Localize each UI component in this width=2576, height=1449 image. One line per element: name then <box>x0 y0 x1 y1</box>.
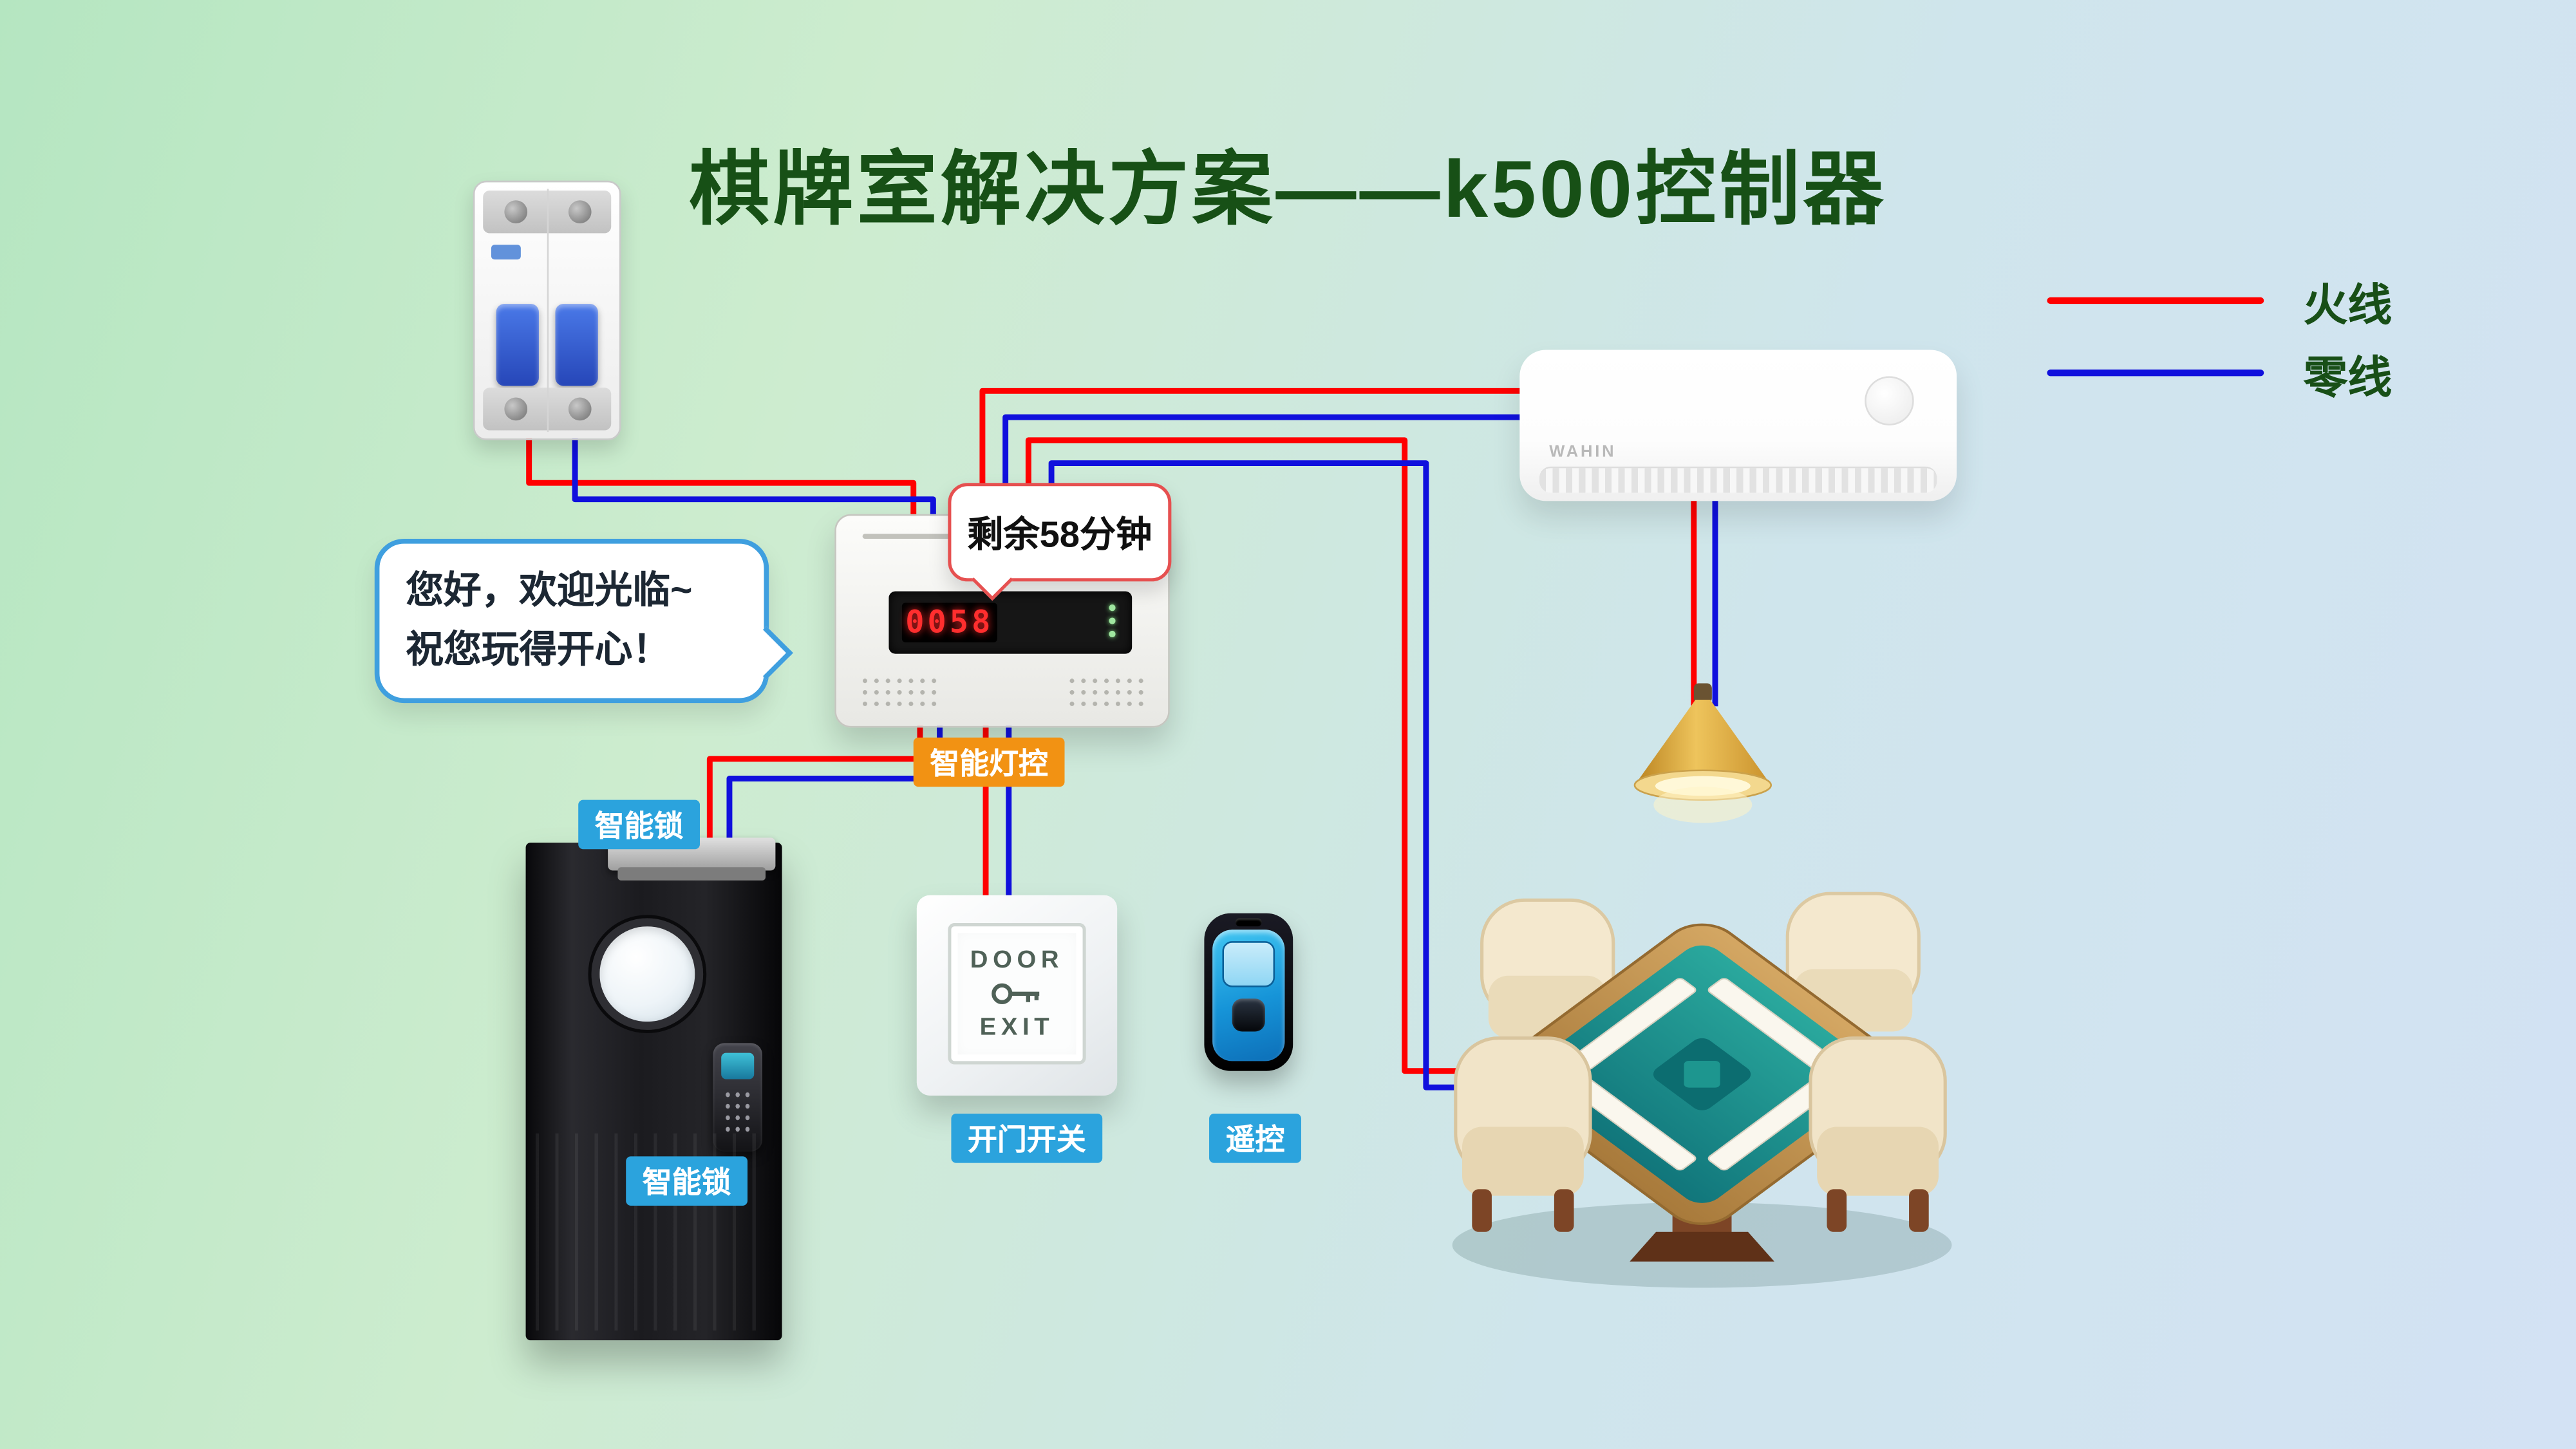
chair-front-left <box>1454 1036 1592 1232</box>
remaining-time-callout: 剩余58分钟 <box>948 483 1172 582</box>
legend-neutral-row: 零线 <box>2047 348 2392 402</box>
live-wire-label: 火线 <box>2303 280 2393 330</box>
wire-legend: 火线 零线 <box>2047 276 2392 402</box>
lamp-halo <box>1653 787 1753 823</box>
neutral-wire-swatch <box>2047 369 2264 377</box>
speaker-grill-icon <box>859 675 939 711</box>
table-top <box>1498 923 1906 1225</box>
status-led-icons <box>1109 604 1116 638</box>
remote-badge: 遥控 <box>1209 1114 1301 1163</box>
screw-icon <box>567 200 591 224</box>
air-conditioner: WAHIN <box>1519 350 1957 501</box>
screw-icon <box>503 200 527 224</box>
live-wire-controller-to-door <box>706 722 923 850</box>
page-title: 棋牌室解决方案——k500控制器 <box>689 146 1887 235</box>
door-exit-switch: DOOR EXIT <box>916 895 1118 1096</box>
breaker-brand-mark <box>491 245 521 260</box>
exit-button-panel: DOOR EXIT <box>948 923 1086 1065</box>
mahjong-table <box>1439 881 1961 1300</box>
smart-door <box>525 837 782 1341</box>
screw-icon <box>503 397 527 421</box>
legend-live-row: 火线 <box>2047 276 2392 330</box>
breaker-toggle <box>555 304 598 386</box>
smart-lock-badge-door: 智能锁 <box>626 1156 748 1206</box>
lamp-shade <box>1634 700 1771 785</box>
neutral-wire-controller-to-door <box>726 722 943 850</box>
neutral-wire-label: 零线 <box>2303 352 2393 402</box>
ac-brand: WAHIN <box>1549 443 1617 462</box>
remote-screen <box>1222 941 1275 987</box>
controller-display: 0058 <box>888 591 1133 654</box>
door-text: DOOR <box>970 946 1064 975</box>
remaining-time-text: 剩余58分钟 <box>967 514 1152 556</box>
light-control-badge: 智能灯控 <box>913 737 1065 787</box>
remote-control <box>1204 913 1293 1071</box>
led-time-readout: 0058 <box>901 603 997 642</box>
smart-lock-badge-top: 智能锁 <box>578 799 700 850</box>
breaker-toggle <box>496 304 539 386</box>
exit-text: EXIT <box>979 1013 1055 1042</box>
speech-line2: 祝您玩得开心！ <box>406 627 671 671</box>
ceiling-lamp <box>1622 683 1786 856</box>
ac-logo-badge <box>1865 376 1914 425</box>
screw-icon <box>567 397 591 421</box>
exit-switch-badge: 开门开关 <box>951 1114 1103 1163</box>
breaker-seam <box>547 189 549 433</box>
ac-vent <box>1539 466 1937 493</box>
speaker-grill-icon <box>1066 675 1145 711</box>
live-wire-swatch <box>2047 297 2264 304</box>
speech-line1: 您好，欢迎光临~ <box>406 568 693 612</box>
lamp-cap <box>1693 683 1712 704</box>
breaker-switches <box>475 304 619 386</box>
circuit-breaker <box>473 180 621 440</box>
neutral-wire-breaker-to-controller <box>572 420 936 523</box>
chair-front-right <box>1809 1036 1947 1232</box>
smart-lock-keypad <box>713 1043 762 1152</box>
welcome-speech-bubble: 您好，欢迎光临~ 祝您玩得开心！ <box>374 538 769 704</box>
remote-body <box>1212 930 1285 1061</box>
door-window <box>591 918 704 1030</box>
remote-button <box>1232 998 1265 1032</box>
key-icon <box>992 983 1040 1004</box>
